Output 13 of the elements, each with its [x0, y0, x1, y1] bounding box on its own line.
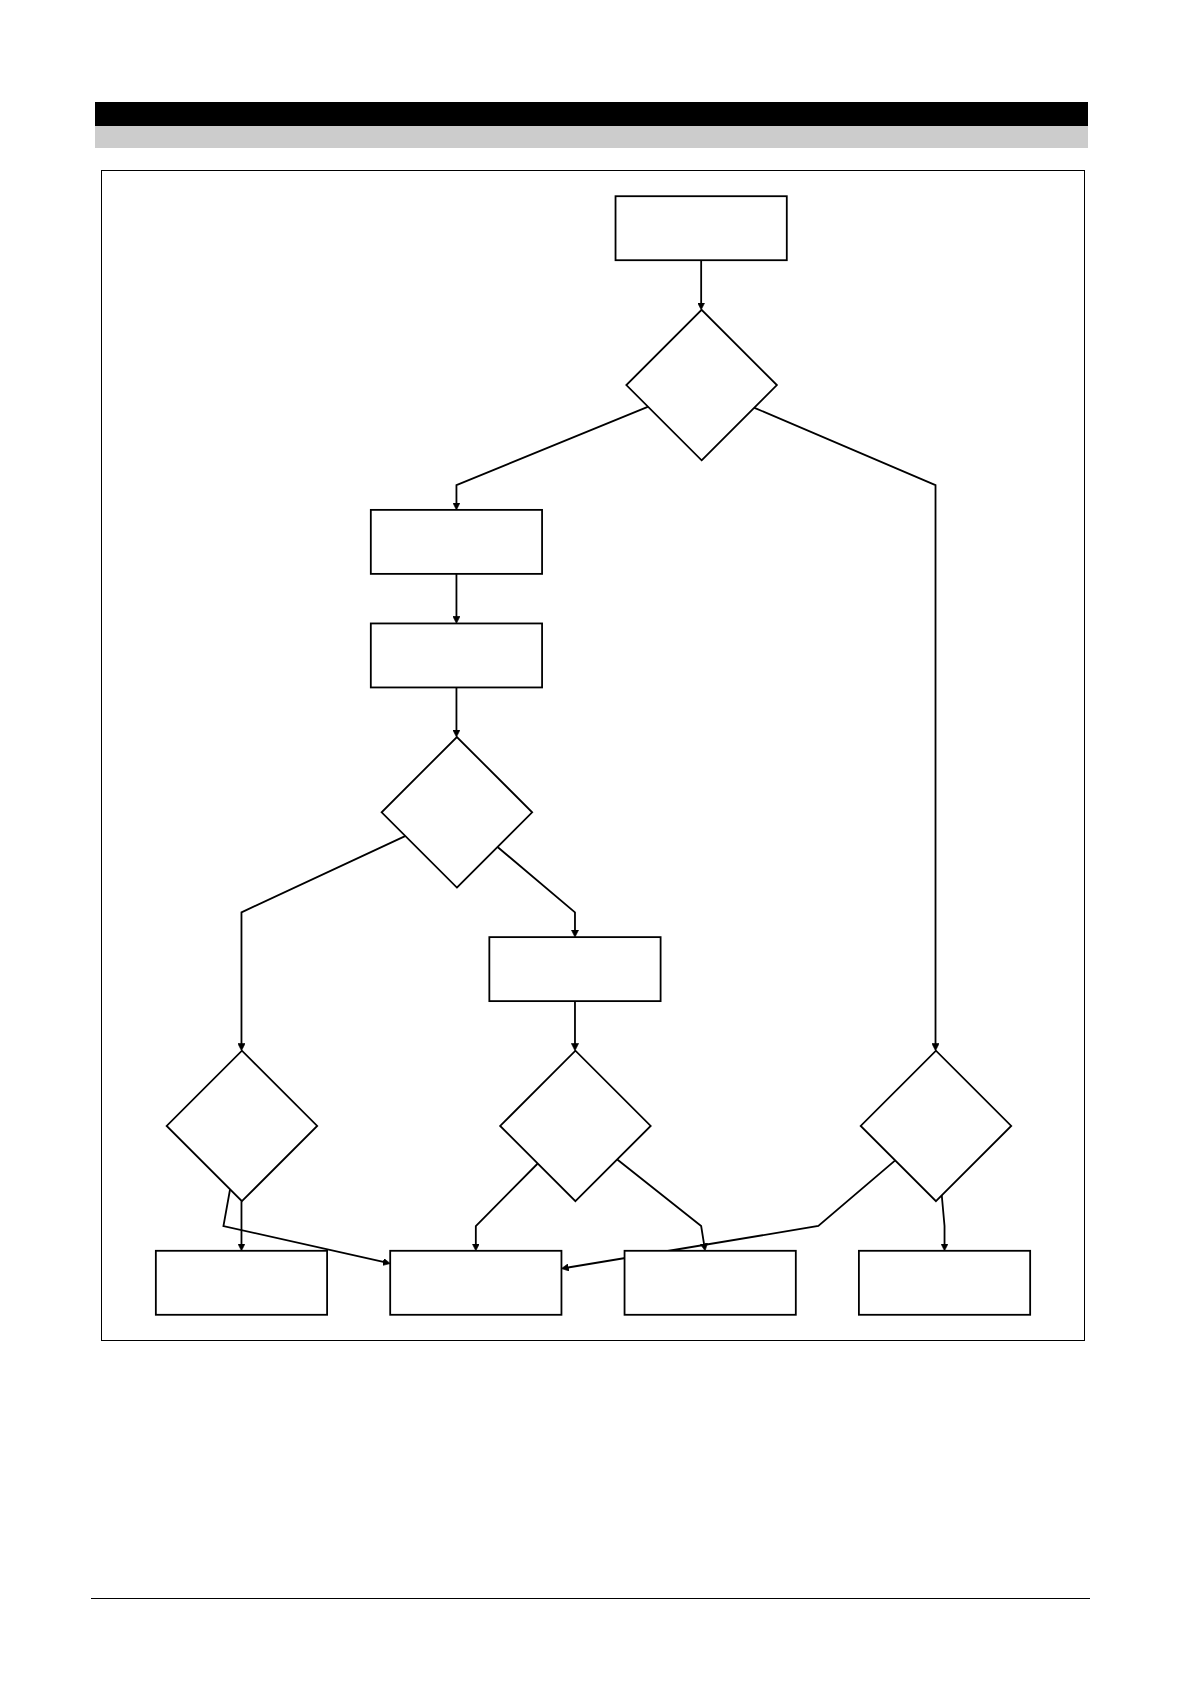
arrow [237, 1200, 246, 1252]
arrow [697, 259, 706, 311]
arrow [471, 1162, 539, 1252]
arrow [571, 1000, 579, 1052]
arrow [222, 1188, 391, 1266]
arrow [452, 573, 461, 624]
arrow [452, 406, 649, 511]
arrow [452, 686, 461, 738]
arrow [616, 1158, 708, 1252]
arrow [940, 1194, 949, 1252]
arrow [496, 845, 579, 938]
arrow [753, 406, 940, 1052]
arrow [237, 835, 406, 1052]
